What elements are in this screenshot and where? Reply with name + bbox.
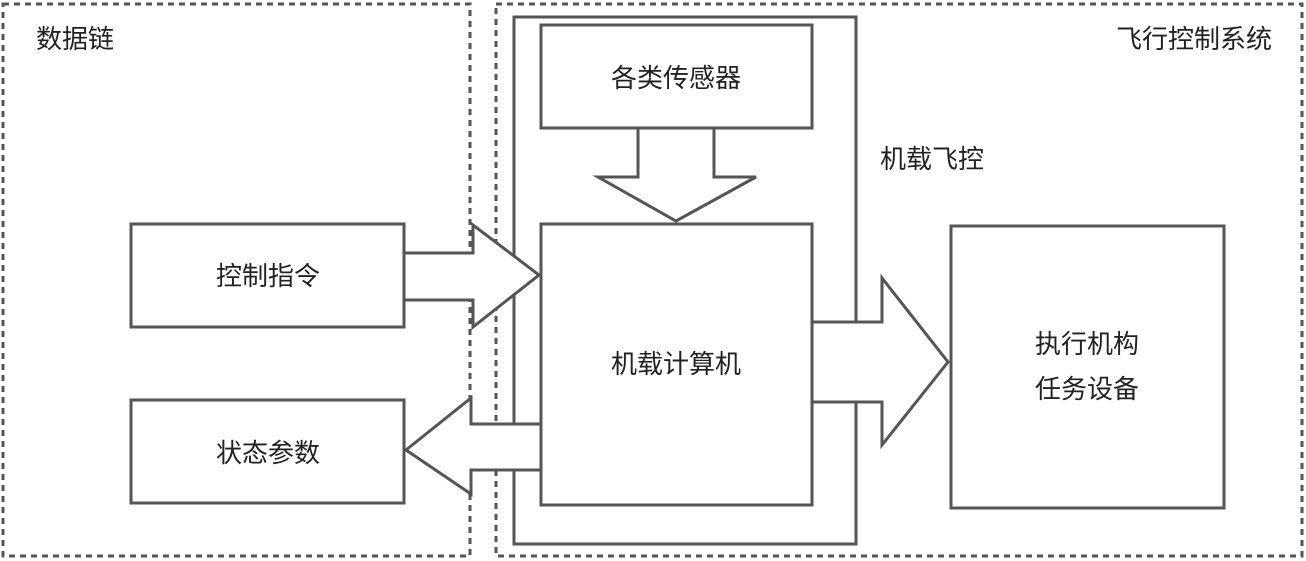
command-to-computer-arrow [402, 221, 542, 331]
status-params-block [129, 398, 406, 505]
computer-to-actuators-arrow [810, 273, 950, 450]
flight-control-system-region [494, 2, 1304, 558]
onboard-computer-block [539, 222, 814, 507]
sensors-block [539, 23, 814, 130]
status-params-label: 状态参数 [216, 439, 320, 469]
actuators-label-line2: 任务设备 [1035, 375, 1139, 405]
onboard-computer-label: 机载计算机 [611, 350, 741, 380]
actuators-label-line1: 执行机构 [1035, 330, 1139, 360]
control-command-block [129, 222, 406, 329]
control-command-label: 控制指令 [216, 262, 320, 292]
actuators-block [949, 224, 1226, 510]
computer-to-status-arrow [403, 394, 543, 497]
sensors-to-computer-arrow [592, 126, 757, 223]
flight-control-system-label: 飞行控制系统 [1116, 25, 1272, 55]
onboard-flight-control-label: 机载飞控 [880, 145, 984, 175]
data-link-label: 数据链 [36, 25, 114, 55]
sensors-label: 各类传感器 [611, 64, 741, 94]
